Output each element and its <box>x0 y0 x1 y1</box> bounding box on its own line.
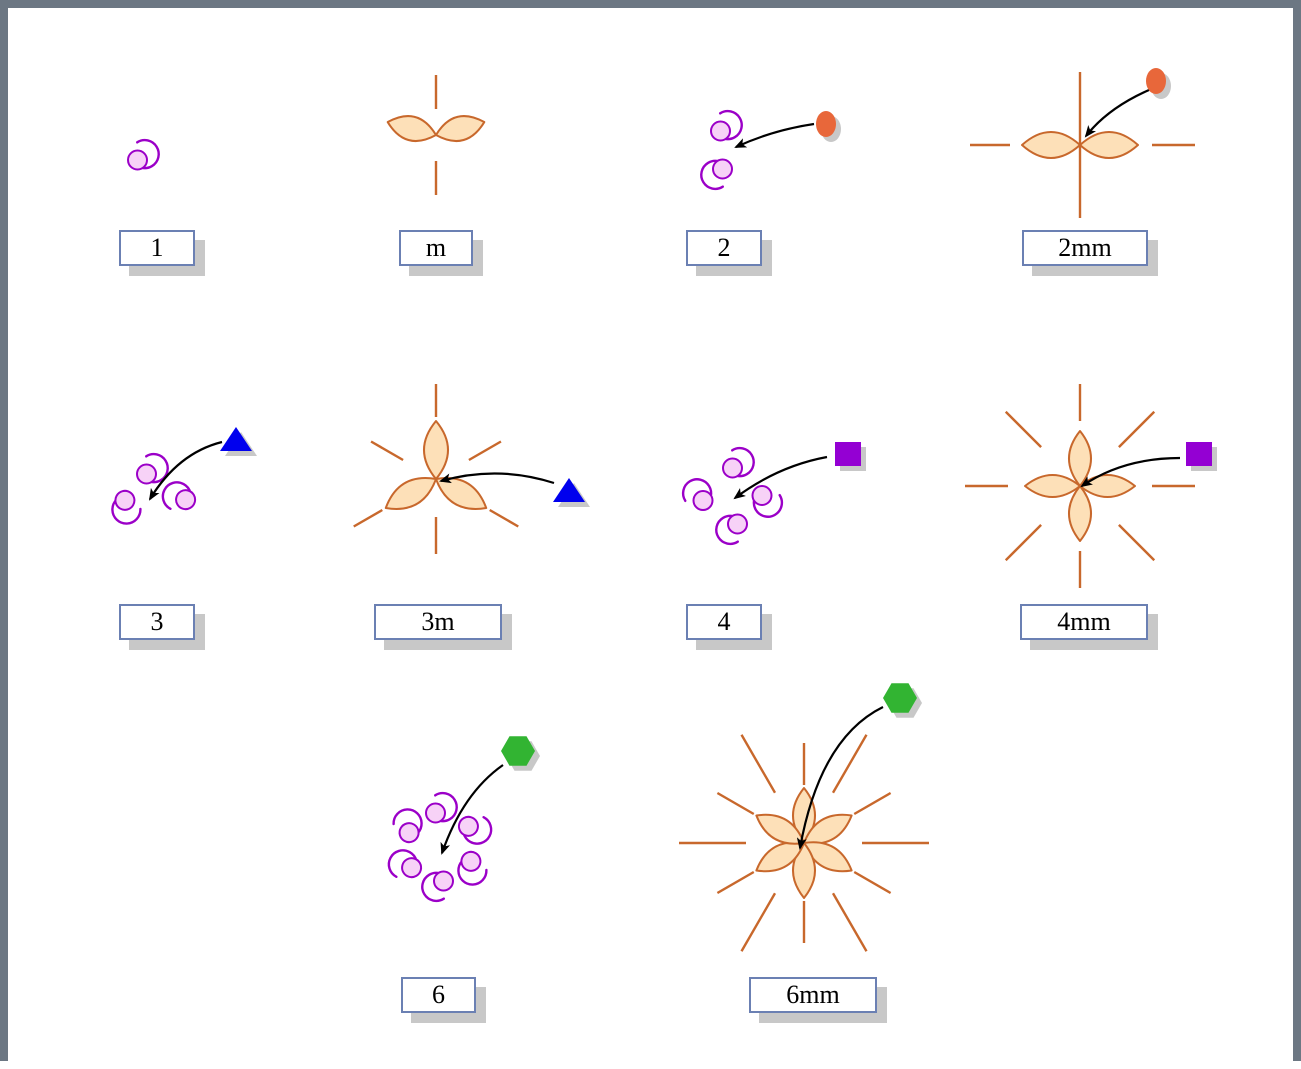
spiral-motif <box>715 513 748 546</box>
rotation-arrow <box>148 440 223 501</box>
petal <box>1024 474 1081 498</box>
rotation-arrow <box>1084 88 1150 138</box>
rotation-arrow <box>796 706 884 850</box>
spiral-motif <box>710 109 743 142</box>
mirror-line <box>853 870 892 895</box>
triangle-marker <box>220 427 257 456</box>
petal <box>1079 131 1139 159</box>
mirror-line <box>1118 524 1156 562</box>
rotation-arrow <box>734 122 815 148</box>
mirror-line <box>831 734 868 794</box>
hexagon-marker <box>501 736 540 771</box>
group-6 <box>387 736 540 903</box>
spiral-motif <box>457 815 493 845</box>
spiral-motif <box>751 485 784 518</box>
petal <box>386 115 437 143</box>
mirror-line <box>1004 410 1042 448</box>
label-6: 6 <box>401 977 476 1013</box>
label-2: 2 <box>686 230 762 266</box>
spiral-motif <box>421 870 454 903</box>
group-1 <box>127 138 160 171</box>
rotation-arrow <box>733 455 828 500</box>
rotation-arrow <box>1080 456 1181 488</box>
spiral-motif <box>136 452 169 485</box>
spiral-motif <box>111 489 142 525</box>
group-6mm <box>679 683 929 952</box>
label-2mm: 2mm <box>1022 230 1148 266</box>
petal <box>435 477 488 510</box>
spiral-motif <box>681 478 714 511</box>
group-4mm <box>965 384 1217 588</box>
mirror-line <box>716 791 755 816</box>
mirror-line <box>740 892 777 952</box>
mirror-line <box>489 508 519 528</box>
square-marker <box>1186 442 1217 471</box>
spiral-motif <box>127 138 160 171</box>
label-3m: 3m <box>374 604 502 640</box>
label-m: m <box>399 230 473 266</box>
petal <box>384 477 437 510</box>
group-3m <box>353 384 590 554</box>
hexagon-marker <box>883 683 922 718</box>
petal <box>1068 430 1092 487</box>
label-4mm: 4mm <box>1020 604 1148 640</box>
group-2mm <box>970 68 1195 218</box>
spiral-motif <box>387 849 423 879</box>
symmetry-diagram <box>111 68 1217 952</box>
spiral-motif <box>457 850 488 886</box>
mirror-line <box>831 892 868 952</box>
spiral-motif <box>392 808 423 844</box>
mirror-line <box>740 734 777 794</box>
group-3 <box>111 427 257 525</box>
ellipse-marker <box>1146 68 1171 99</box>
spiral-motif <box>722 446 755 479</box>
petal <box>435 115 486 143</box>
label-1: 1 <box>119 230 195 266</box>
rotation-arrow <box>439 472 555 485</box>
label-3: 3 <box>119 604 195 640</box>
spiral-motif <box>700 158 733 191</box>
spiral-motif <box>161 481 197 511</box>
mirror-line <box>468 440 502 462</box>
label-4: 4 <box>686 604 762 640</box>
square-marker <box>835 442 866 471</box>
label-6mm: 6mm <box>749 977 877 1013</box>
petal <box>1068 485 1092 542</box>
ellipse-marker <box>816 111 841 142</box>
petal <box>1079 474 1136 498</box>
mirror-line <box>853 791 892 816</box>
spiral-motif <box>425 791 458 824</box>
triangle-marker <box>553 478 590 507</box>
mirror-line <box>1118 410 1156 448</box>
group-2 <box>700 109 841 191</box>
mirror-line <box>716 870 755 895</box>
petal <box>1021 131 1081 159</box>
petal <box>755 813 805 845</box>
petal <box>423 420 449 480</box>
group-m <box>386 75 486 195</box>
mirror-line <box>370 440 404 462</box>
rotation-arrow <box>440 764 504 855</box>
mirror-line <box>1004 524 1042 562</box>
group-4 <box>681 442 866 546</box>
mirror-line <box>353 508 383 528</box>
